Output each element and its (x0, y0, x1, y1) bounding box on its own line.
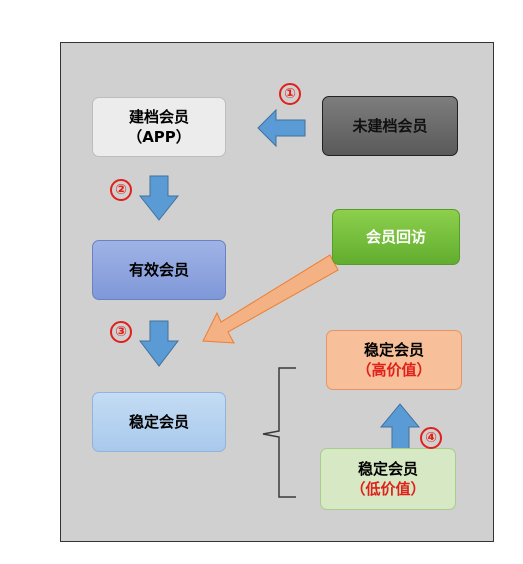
arrow-step-1 (257, 108, 306, 148)
stable-low-sublabel: （低价值） (350, 480, 426, 498)
stable-member-box: 稳定会员 (92, 392, 226, 452)
arrow-member-visit (202, 254, 339, 344)
stable-high-sublabel: （高价值） (356, 361, 432, 379)
valid-member-box: 有效会员 (92, 240, 226, 300)
archived-member-box: 建档会员 （APP） (92, 97, 226, 157)
step-3-marker: ③ (110, 321, 132, 343)
archived-member-sublabel: （APP） (127, 128, 191, 146)
stable-member-label: 稳定会员 (128, 412, 189, 431)
step-2-marker: ② (110, 179, 132, 201)
step-4-marker: ④ (420, 427, 442, 449)
archived-member-label: 建档会员 (128, 107, 189, 126)
unarchived-member-box: 未建档会员 (322, 96, 458, 156)
arrow-step-2 (138, 175, 180, 221)
unarchived-member-label: 未建档会员 (352, 116, 428, 135)
arrow-step-4 (379, 403, 421, 451)
member-visit-label: 会员回访 (365, 227, 426, 246)
valid-member-label: 有效会员 (128, 260, 189, 279)
member-visit-box: 会员回访 (332, 209, 460, 265)
stable-high-label: 稳定会员 (363, 340, 424, 359)
step-1-marker: ① (279, 83, 301, 105)
stable-high-value-box: 稳定会员 （高价值） (326, 330, 462, 390)
stable-low-value-box: 稳定会员 （低价值） (320, 448, 456, 510)
stable-low-label: 稳定会员 (357, 459, 418, 478)
brace (262, 367, 296, 498)
arrow-step-3 (138, 320, 180, 367)
